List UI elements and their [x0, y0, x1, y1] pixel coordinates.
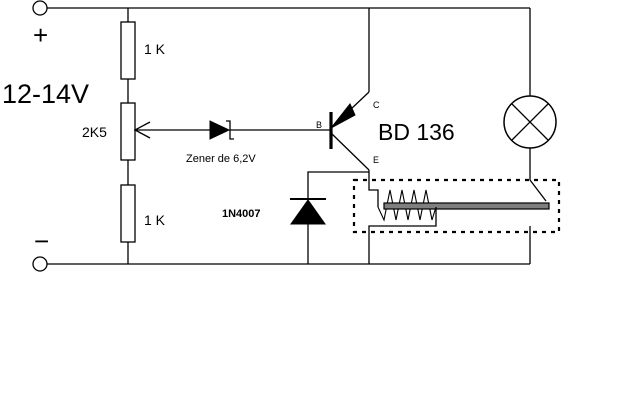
plus-symbol: + — [33, 20, 48, 50]
supply-voltage-label: 12-14V — [2, 79, 89, 109]
pot-label: 2K5 — [82, 124, 107, 140]
r1-label: 1 K — [144, 41, 166, 57]
resistor-r2 — [120, 184, 136, 243]
r2-label: 1 K — [144, 212, 166, 228]
emitter-pin-label: E — [373, 155, 379, 165]
base-pin-label: B — [316, 120, 322, 130]
transistor-name: BD 136 — [378, 119, 455, 145]
potentiometer — [120, 102, 136, 161]
thermal-relay-box — [352, 178, 561, 234]
emitter-wire — [368, 170, 379, 207]
diode-label: 1N4007 — [222, 208, 261, 220]
zener-label: Zener de 6,2V — [186, 153, 256, 165]
heating-coil-icon — [377, 189, 437, 222]
pot-wiper-arrow — [133, 121, 151, 139]
transistor-arrow-icon — [330, 103, 356, 129]
coil-return-wire — [368, 207, 437, 264]
diode-icon — [290, 199, 326, 225]
minus-symbol: − — [34, 226, 49, 256]
diode-wire-top — [307, 171, 369, 199]
bimetal-strip — [383, 202, 550, 210]
zener-diode-icon — [209, 120, 231, 140]
resistor-r1 — [120, 21, 136, 80]
transistor-emitter-leg — [330, 132, 370, 171]
collector-pin-label: C — [373, 100, 380, 110]
lamp-cross-2 — [511, 103, 549, 141]
negative-terminal — [32, 256, 48, 272]
switch-contact — [529, 179, 547, 202]
positive-terminal — [32, 0, 48, 16]
